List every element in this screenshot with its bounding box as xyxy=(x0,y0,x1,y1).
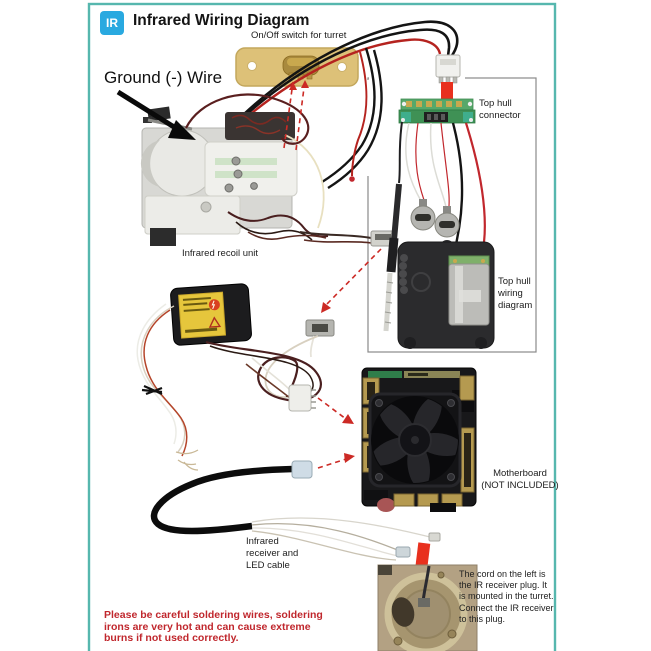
ir-led-2 xyxy=(434,206,460,238)
label-ground-wire: Ground (-) Wire xyxy=(104,68,223,87)
wire-tie xyxy=(141,384,163,396)
cable-end-plug xyxy=(395,546,411,558)
danger-box-left-wires xyxy=(136,303,199,471)
top-hull-wiring-inset xyxy=(383,121,495,349)
plug-note: The cord on the left is the IR receiver … xyxy=(459,569,554,624)
label-motherboard: Motherboard (NOT INCLUDED) xyxy=(481,468,559,491)
gray-plug xyxy=(264,319,335,398)
label-recoil-unit: Infrared recoil unit xyxy=(182,248,259,259)
motor xyxy=(448,255,490,326)
plug-connector-3pin xyxy=(435,54,461,84)
turret-photo xyxy=(377,564,478,651)
connector-lower xyxy=(291,453,355,479)
recoil-unit xyxy=(140,106,329,246)
ground-arrow xyxy=(116,89,196,140)
danger-box xyxy=(136,283,322,471)
wire-bundle-top xyxy=(233,20,459,129)
antenna xyxy=(391,183,402,241)
ir-led-1 xyxy=(410,199,436,231)
label-top-hull-wiring: Top hull wiring diagram xyxy=(498,276,533,311)
motherboard xyxy=(361,367,477,512)
cable-end-plug-small xyxy=(428,532,441,542)
wire-bundle-switch-down xyxy=(321,47,383,190)
inset-box-gap-top xyxy=(369,74,465,84)
label-top-hull-connector: Top hull connector xyxy=(479,98,521,121)
label-onoff-switch: On/Off switch for turret xyxy=(251,30,347,41)
warning-triangle-icon xyxy=(208,316,222,328)
ir-receiver-cable xyxy=(150,453,441,561)
label-ir-cable: Infrared receiver and LED cable xyxy=(246,536,299,571)
page-border xyxy=(87,2,557,651)
ir-badge: IR xyxy=(100,11,124,35)
switch-dashed-arrows xyxy=(283,79,309,151)
top-hull-connector-pcb xyxy=(398,98,476,124)
page-title: Infrared Wiring Diagram xyxy=(133,12,310,29)
soldering-warning: Please be careful soldering wires, solde… xyxy=(104,609,323,644)
dashed-arrow-to-gray-plug xyxy=(321,248,382,313)
connector-upper xyxy=(288,384,354,424)
fan xyxy=(368,392,462,488)
gearbox xyxy=(397,240,495,349)
recoil-wire-connector xyxy=(299,230,396,247)
